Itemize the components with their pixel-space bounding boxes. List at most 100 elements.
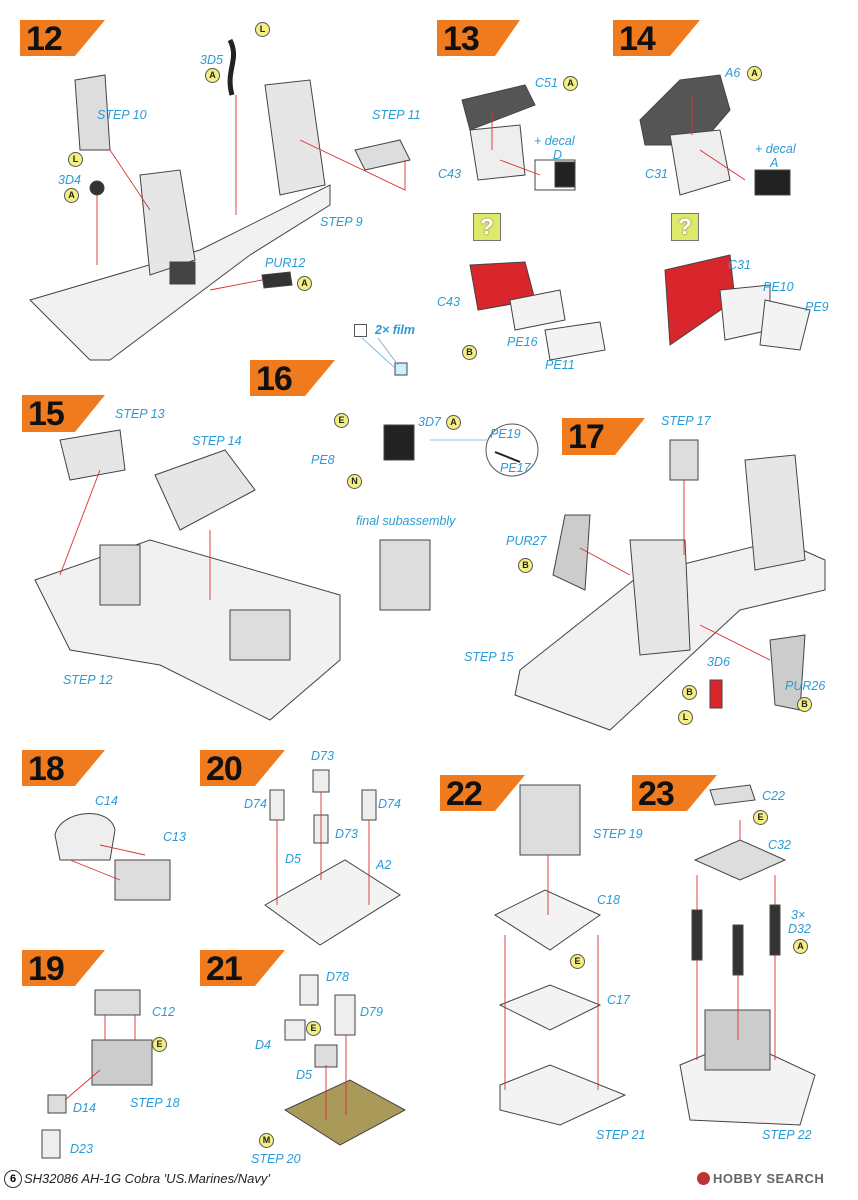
part-label: 3D5: [200, 53, 223, 67]
part-label: PUR26: [785, 679, 826, 693]
step12-cockpit-drawing: [29, 38, 411, 361]
step-number: 20: [206, 750, 243, 788]
part-label: C31: [645, 167, 668, 181]
part-label: STEP 22: [762, 1128, 812, 1142]
part-label: D73: [311, 749, 334, 763]
part-label: C13: [163, 830, 186, 844]
part-label: C12: [152, 1005, 175, 1019]
part-label: D73: [335, 827, 358, 841]
sprue-marker-A: A: [205, 68, 220, 83]
sprue-marker-A: A: [747, 66, 762, 81]
step13-drawing: [461, 84, 606, 361]
step23-drawing: [679, 784, 816, 1126]
step-number: 22: [446, 775, 483, 813]
step-number: 23: [638, 775, 675, 813]
brand-logo-icon: [697, 1172, 710, 1185]
part-label: 3D4: [58, 173, 81, 187]
part-label: 3×: [791, 908, 806, 922]
step-number: 19: [28, 950, 65, 988]
part-label: STEP 19: [593, 827, 643, 841]
part-label: final subassembly: [356, 514, 456, 528]
kit-title: SH32086 AH-1G Cobra 'US.Marines/Navy': [24, 1171, 270, 1186]
part-label: D14: [73, 1101, 96, 1115]
step-number: 13: [443, 20, 480, 58]
part-label: PE17: [500, 461, 531, 475]
sprue-marker-M: M: [259, 1133, 274, 1148]
brand-watermark: HOBBY SEARCH: [697, 1171, 824, 1186]
step-badge-shapes: [20, 20, 717, 986]
part-label: C51: [535, 76, 558, 90]
part-label: D74: [244, 797, 267, 811]
sprue-marker-E: E: [570, 954, 585, 969]
part-label: STEP 10: [97, 108, 147, 122]
step-number: 15: [28, 395, 65, 433]
part-label: C22: [762, 789, 785, 803]
part-label: PE9: [805, 300, 829, 314]
part-label: D23: [70, 1142, 93, 1156]
part-label: C43: [438, 167, 461, 181]
part-label: STEP 14: [192, 434, 242, 448]
part-label: STEP 15: [464, 650, 514, 664]
part-label: STEP 11: [372, 108, 421, 122]
sprue-marker-L: L: [255, 22, 270, 37]
sprue-marker-E: E: [152, 1037, 167, 1052]
step18-drawing: [54, 813, 171, 901]
part-label: STEP 21: [596, 1128, 646, 1142]
sprue-marker-E: E: [753, 810, 768, 825]
part-label: C31: [728, 258, 751, 272]
part-label: STEP 13: [115, 407, 165, 421]
sprue-marker-L: L: [678, 710, 693, 725]
part-label: D5: [285, 852, 301, 866]
sprue-marker-B: B: [462, 345, 477, 360]
part-label: PUR27: [506, 534, 547, 548]
step21-drawing: [283, 974, 407, 1146]
part-label: C32: [768, 838, 791, 852]
brand-name: HOBBY SEARCH: [713, 1171, 825, 1186]
paint-query-box: ?: [473, 213, 501, 241]
step-number: 14: [619, 20, 656, 58]
sprue-marker-A: A: [64, 188, 79, 203]
part-label: STEP 17: [661, 414, 711, 428]
page-number: 6: [4, 1170, 22, 1188]
part-label: 2× film: [375, 323, 415, 337]
step16-drawing: [379, 362, 539, 611]
sprue-marker-A: A: [563, 76, 578, 91]
part-label: 3D7: [418, 415, 441, 429]
part-label: PE10: [763, 280, 794, 294]
sprue-marker-B: B: [518, 558, 533, 573]
part-label: D: [553, 148, 563, 162]
part-label: D4: [255, 1038, 271, 1052]
part-label: STEP 9: [320, 215, 363, 229]
step15-drawing: [34, 429, 341, 721]
part-label: A2: [376, 858, 392, 872]
part-label: STEP 20: [251, 1152, 301, 1166]
part-label: STEP 12: [63, 673, 113, 687]
sprue-marker-B: B: [797, 697, 812, 712]
sprue-marker-A: A: [297, 276, 312, 291]
sprue-marker-L: L: [68, 152, 83, 167]
part-label: + decal: [534, 134, 575, 148]
part-label: D78: [326, 970, 349, 984]
step17-drawing: [514, 439, 826, 731]
part-label: D5: [296, 1068, 312, 1082]
step12-assembly-lines: [96, 95, 406, 291]
step-number: 17: [568, 418, 605, 456]
step-number: 18: [28, 750, 65, 788]
part-label: C14: [95, 794, 118, 808]
sprue-marker-E: E: [334, 413, 349, 428]
step22-drawing: [493, 784, 627, 1126]
paint-query-box: ?: [671, 213, 699, 241]
part-label: PE8: [311, 453, 335, 467]
sprue-marker-N: N: [347, 474, 362, 489]
part-label: C17: [607, 993, 630, 1007]
part-label: + decal: [755, 142, 796, 156]
sprue-marker-B: B: [682, 685, 697, 700]
step20-drawing: [264, 769, 401, 946]
step-number: 21: [206, 950, 243, 988]
part-label: C43: [437, 295, 460, 309]
sprue-marker-E: E: [306, 1021, 321, 1036]
part-label: A6: [725, 66, 741, 80]
part-label: C18: [597, 893, 620, 907]
step19-drawing: [41, 989, 153, 1159]
